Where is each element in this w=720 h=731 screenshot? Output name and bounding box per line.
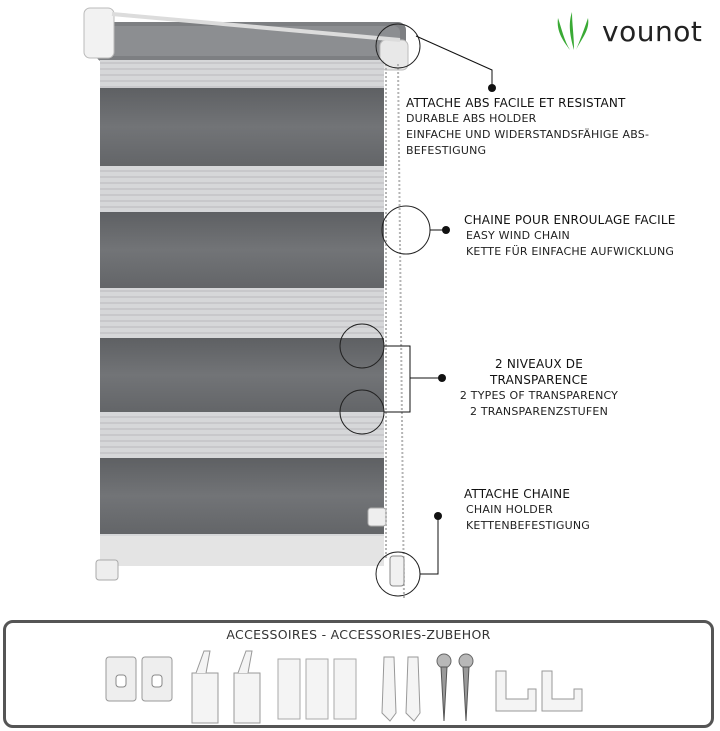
brand-name: vounot <box>602 14 703 48</box>
callout-marker-transparency <box>339 323 446 435</box>
headrail <box>83 7 409 71</box>
brand-logo: vounot <box>550 8 702 54</box>
callout-marker-chain-holder <box>375 512 442 597</box>
callout-subtitle-de: EINFACHE UND WIDERSTANDSFÄHIGE ABS-BEFES… <box>406 128 650 157</box>
callout-title: CHAINE POUR ENROULAGE FACILE <box>464 213 676 227</box>
wind-chain <box>385 63 405 601</box>
adhesive-pad-icon <box>277 658 357 720</box>
callout-subtitle-de: KETTENBEFESTIGUNG <box>466 519 591 532</box>
callout-subtitle-en: CHAIN HOLDER <box>466 503 553 516</box>
callout-abs-holder: ATTACHE ABS FACILE ET RESISTANT DURABLE … <box>406 95 720 159</box>
callout-easy-wind-chain: CHAINE POUR ENROULAGE FACILE EASY WIND C… <box>464 212 676 260</box>
blind-fabric <box>95 60 387 581</box>
hook-bracket-icon <box>191 650 261 724</box>
callout-marker-chain <box>381 205 450 255</box>
callout-chain-holder: ATTACHE CHAINE CHAIN HOLDER KETTENBEFEST… <box>464 486 590 534</box>
end-clip-icon <box>495 670 583 712</box>
leaf-logo-icon <box>557 12 589 50</box>
callout-subtitle-en: 2 TYPES OF TRANSPARENCY <box>459 389 619 402</box>
callout-title: ATTACHE CHAINE <box>464 487 571 501</box>
screw-icon <box>436 653 474 722</box>
callout-transparency: 2 NIVEAUX DE TRANSPARENCE 2 TYPES OF TRA… <box>452 356 626 420</box>
wall-bracket-icon <box>105 656 173 702</box>
callout-title: 2 NIVEAUX DE TRANSPARENCE <box>490 357 588 387</box>
callout-subtitle-en: DURABLE ABS HOLDER <box>406 112 537 125</box>
callout-subtitle-de: 2 TRANSPARENZSTUFEN <box>469 405 609 418</box>
accessories-title: ACCESSOIRES - ACCESSORIES-ZUBEHOR <box>226 627 491 642</box>
callout-subtitle-en: EASY WIND CHAIN <box>466 229 570 242</box>
callout-title: ATTACHE ABS FACILE ET RESISTANT <box>406 96 626 110</box>
accessories-panel: ACCESSOIRES - ACCESSORIES-ZUBEHOR <box>3 620 714 728</box>
callout-marker-holder <box>375 23 496 92</box>
wall-plug-icon <box>381 656 421 722</box>
callout-subtitle-de: KETTE FÜR EINFACHE AUFWICKLUNG <box>466 245 675 258</box>
